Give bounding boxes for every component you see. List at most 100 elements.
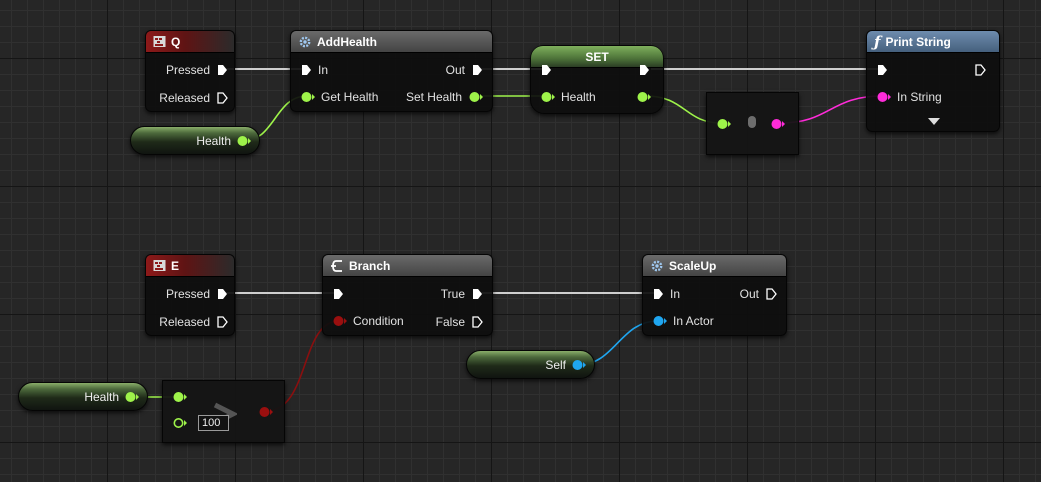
scaleup-inactor-row[interactable]: In Actor <box>653 313 714 329</box>
scaleup-out-row[interactable]: Out <box>740 286 777 302</box>
health-variable-getter[interactable]: Health <box>130 126 260 155</box>
health-variable-getter-bottom[interactable]: Health <box>18 382 148 411</box>
set-health-input-row[interactable]: Health <box>541 89 596 105</box>
in-string-label: In String <box>897 90 942 104</box>
exec-pin-icon[interactable] <box>217 316 228 328</box>
branch-icon <box>330 259 344 273</box>
bool-pin-icon[interactable] <box>333 315 347 327</box>
print-exec-out-row[interactable] <box>975 62 986 78</box>
in-label: In <box>318 63 329 77</box>
set-health-label: Set Health <box>405 90 462 104</box>
exec-pin-icon[interactable] <box>217 92 228 104</box>
function-icon: ƒ <box>874 32 881 51</box>
set-header[interactable]: SET <box>531 46 663 68</box>
float-pin-empty-icon[interactable] <box>173 417 187 429</box>
exec-pin-icon[interactable] <box>472 316 483 328</box>
exec-pin-icon[interactable] <box>301 64 312 76</box>
released-label: Released <box>159 315 210 329</box>
exec-pin-icon[interactable] <box>472 64 483 76</box>
set-exec-out-row[interactable] <box>639 62 650 78</box>
string-pin-icon[interactable] <box>877 91 891 103</box>
self-label: Self <box>545 357 566 372</box>
addhealth-sethealth-row[interactable]: Set Health <box>406 89 483 105</box>
float-pin-icon[interactable] <box>637 91 651 103</box>
gear-icon <box>650 259 664 273</box>
set-exec-in-row[interactable] <box>541 62 552 78</box>
event-e-header[interactable]: E <box>146 255 234 277</box>
bool-pin-icon[interactable] <box>259 406 273 418</box>
exec-pin-icon[interactable] <box>766 288 777 300</box>
branch-true-row[interactable]: True <box>441 286 483 302</box>
compare-value-input[interactable]: 100 <box>198 415 229 431</box>
expand-arrow-icon[interactable] <box>928 115 940 129</box>
health-variable-label: Health <box>84 389 119 404</box>
float-pin-icon[interactable] <box>469 91 483 103</box>
keyboard-icon <box>153 35 166 48</box>
health-variable-label: Health <box>196 133 231 148</box>
greater-than-compare-node[interactable]: 100 <box>162 380 285 443</box>
exec-pin-icon[interactable] <box>877 64 888 76</box>
addhealth-gethealth-row[interactable]: Get Health <box>301 89 378 105</box>
exec-pin-icon[interactable] <box>217 288 228 300</box>
pressed-label: Pressed <box>165 287 210 301</box>
print-exec-in-row[interactable] <box>877 62 888 78</box>
print-string-title: Print String <box>885 34 951 49</box>
set-health-label: Health <box>561 90 596 104</box>
event-q-released-row[interactable]: Released <box>159 90 228 106</box>
set-health-output-row[interactable] <box>637 89 651 105</box>
addhealth-node[interactable]: AddHealth In Out Get Health Set Health <box>290 30 493 112</box>
scaleup-header[interactable]: ScaleUp <box>643 255 786 277</box>
gear-icon <box>298 35 312 49</box>
event-e-node[interactable]: E Pressed Released <box>145 254 235 336</box>
conversion-icon <box>747 115 757 132</box>
event-e-released-row[interactable]: Released <box>159 314 228 330</box>
string-pin-icon[interactable] <box>771 118 785 130</box>
float-pin-icon[interactable] <box>125 391 139 403</box>
keyboard-icon <box>153 259 166 272</box>
addhealth-header[interactable]: AddHealth <box>291 31 492 53</box>
branch-false-row[interactable]: False <box>436 314 483 330</box>
object-pin-icon[interactable] <box>572 359 586 371</box>
exec-pin-icon[interactable] <box>975 64 986 76</box>
set-title: SET <box>585 49 609 64</box>
event-q-header[interactable]: Q <box>146 31 234 53</box>
out-label: Out <box>445 63 465 77</box>
exec-pin-icon[interactable] <box>541 64 552 76</box>
addhealth-out-row[interactable]: Out <box>446 62 483 78</box>
exec-pin-icon[interactable] <box>472 288 483 300</box>
exec-pin-icon[interactable] <box>639 64 650 76</box>
scaleup-in-row[interactable]: In <box>653 286 680 302</box>
event-q-pressed-row[interactable]: Pressed <box>166 62 228 78</box>
print-string-header[interactable]: ƒ Print String <box>867 31 999 53</box>
float-pin-icon[interactable] <box>541 91 555 103</box>
pressed-label: Pressed <box>165 63 210 77</box>
object-pin-icon[interactable] <box>653 315 667 327</box>
condition-label: Condition <box>353 314 404 328</box>
event-q-node[interactable]: Q Pressed Released <box>145 30 235 112</box>
get-health-label: Get Health <box>321 90 379 104</box>
addhealth-in-row[interactable]: In <box>301 62 328 78</box>
float-pin-icon[interactable] <box>237 135 251 147</box>
set-health-node[interactable]: SET Health <box>530 45 664 114</box>
float-pin-icon[interactable] <box>717 118 731 130</box>
in-label: In <box>670 287 681 301</box>
true-label: True <box>440 287 465 301</box>
event-q-title: Q <box>171 34 181 49</box>
branch-condition-row[interactable]: Condition <box>333 313 404 329</box>
branch-header[interactable]: Branch <box>323 255 492 277</box>
print-string-node[interactable]: ƒ Print String In String <box>866 30 1000 132</box>
branch-exec-in-row[interactable] <box>333 286 344 302</box>
scaleup-node[interactable]: ScaleUp In Out In Actor <box>642 254 787 336</box>
released-label: Released <box>159 91 210 105</box>
self-reference-node[interactable]: Self <box>466 350 595 379</box>
event-e-pressed-row[interactable]: Pressed <box>166 286 228 302</box>
exec-pin-icon[interactable] <box>653 288 664 300</box>
float-pin-icon[interactable] <box>301 91 315 103</box>
float-to-string-conversion-node[interactable] <box>706 92 799 155</box>
exec-pin-icon[interactable] <box>217 64 228 76</box>
float-pin-icon[interactable] <box>173 391 187 403</box>
exec-pin-icon[interactable] <box>333 288 344 300</box>
in-actor-label: In Actor <box>673 314 714 328</box>
branch-node[interactable]: Branch True Condition False <box>322 254 493 336</box>
print-instring-row[interactable]: In String <box>877 89 942 105</box>
